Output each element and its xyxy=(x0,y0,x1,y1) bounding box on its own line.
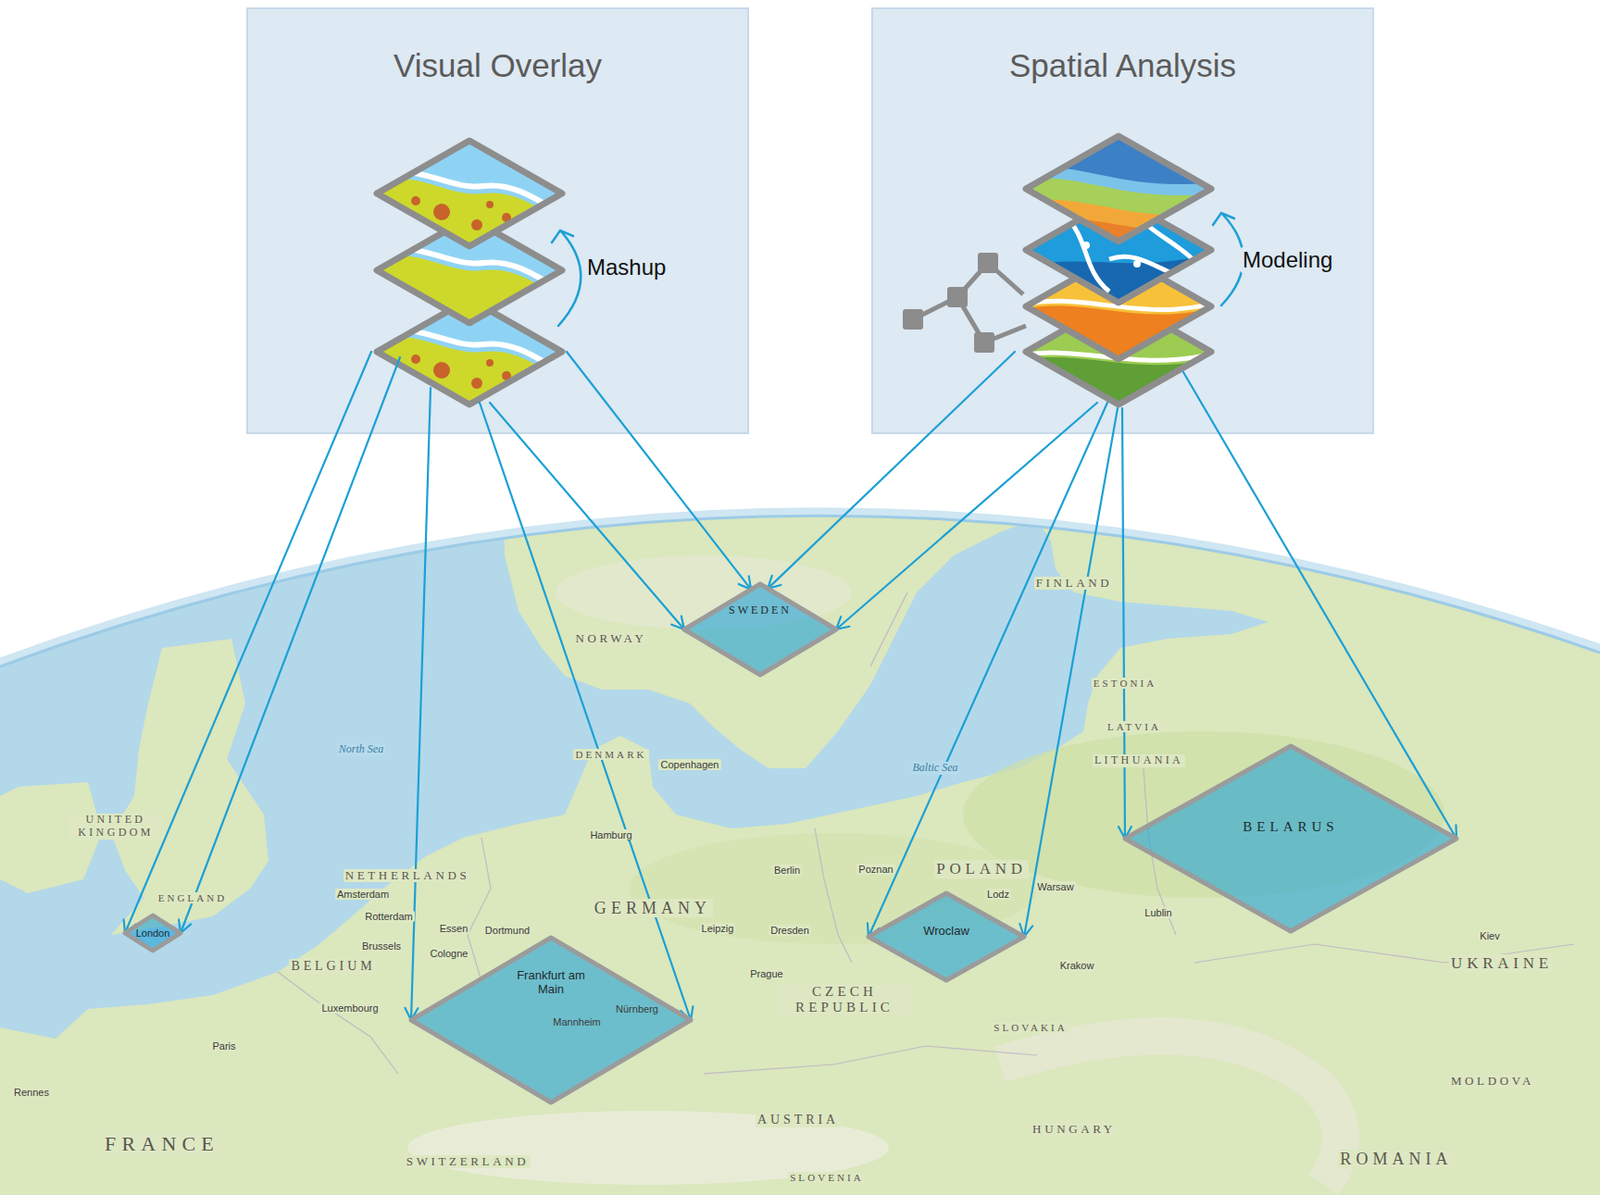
city-label: Kiev xyxy=(1477,930,1501,943)
country-label: SLOVENIA xyxy=(787,1172,866,1185)
city-label: Amsterdam xyxy=(335,888,391,901)
layer-stack-icon xyxy=(1016,124,1221,417)
city-label: Cologne xyxy=(428,948,471,961)
city-label: Poznan xyxy=(856,863,895,876)
country-label: ESTONIA xyxy=(1091,677,1159,690)
city-label: Leipzig xyxy=(700,923,737,936)
map-region-diamond: Wroclaw xyxy=(865,890,1027,984)
connector-arrow xyxy=(836,402,1098,630)
city-label: Prague xyxy=(748,968,785,981)
city-label: Paris xyxy=(210,1040,238,1053)
mashup-arrow xyxy=(551,230,581,326)
country-label: FRANCE xyxy=(102,1132,222,1156)
city-label: Krakow xyxy=(1058,960,1097,973)
panel-title: Visual Overlay xyxy=(393,47,602,85)
country-label: FINLAND xyxy=(1034,576,1115,591)
country-label: MOLDOVA xyxy=(1449,1075,1537,1089)
country-label: POLAND xyxy=(934,860,1029,879)
city-label: Mannheim xyxy=(550,1016,602,1029)
country-label: LITHUANIA xyxy=(1092,754,1186,768)
panel-title: Spatial Analysis xyxy=(1009,47,1237,85)
region-label: SWEDEN xyxy=(728,604,792,618)
country-label: UNITED KINGDOM xyxy=(67,813,164,840)
country-label: GERMANY xyxy=(592,899,713,919)
connector-arrow xyxy=(479,402,693,1021)
panel-ground xyxy=(247,8,749,434)
globe-map xyxy=(0,351,1600,1195)
city-label: Lodz xyxy=(985,888,1012,901)
city-label: Nürnberg xyxy=(613,1003,661,1016)
connector-arrow xyxy=(767,351,1015,589)
country-label: NORWAY xyxy=(574,632,650,647)
city-label: Rennes xyxy=(12,1087,51,1100)
layer-stack-icon xyxy=(367,128,572,417)
region-label: Frankfurt am Main xyxy=(511,969,591,998)
country-label: UKRAINE xyxy=(1449,954,1555,974)
sea-label: Baltic Sea xyxy=(911,762,961,775)
country-label: HUNGARY xyxy=(1030,1123,1118,1138)
country-label: ROMANIA xyxy=(1337,1150,1454,1170)
diamond-outline xyxy=(408,935,694,1106)
country-label: SWITZERLAND xyxy=(404,1155,531,1170)
city-label: Copenhagen xyxy=(658,759,721,772)
modeling-arrow xyxy=(1212,212,1244,306)
connector-arrow xyxy=(404,387,431,1021)
connector-arrow xyxy=(124,351,372,934)
map-region-diamond: SWEDEN xyxy=(681,581,839,678)
connector-arrow xyxy=(178,357,400,934)
city-label: Dresden xyxy=(768,925,812,938)
city-label: Hamburg xyxy=(587,829,634,842)
network-symbol xyxy=(902,252,1026,353)
country-label: NETHERLANDS xyxy=(343,869,473,884)
map-region-diamond: Frankfurt am Main xyxy=(408,935,694,1106)
city-label: Brussels xyxy=(360,940,403,953)
city-label: Essen xyxy=(437,923,471,936)
connector-arrow xyxy=(1118,408,1132,839)
process-label: Mashup xyxy=(585,254,668,281)
city-label: Luxembourg xyxy=(319,1002,380,1015)
process-label: Modeling xyxy=(1240,247,1335,274)
diamond-outline xyxy=(1122,743,1460,935)
region-label: London xyxy=(136,927,171,940)
diamond-outline xyxy=(681,581,839,678)
city-label: Dortmund xyxy=(483,925,532,938)
sea-label: North Sea xyxy=(337,743,386,757)
country-label: AUSTRIA xyxy=(755,1112,841,1128)
panel-ground xyxy=(872,8,1374,434)
region-label: BELARUS xyxy=(1242,819,1338,836)
map-region-diamond: BELARUS xyxy=(1122,743,1460,935)
city-label: Warsaw xyxy=(1035,881,1075,894)
connector-arrow xyxy=(566,351,751,590)
country-label: LATVIA xyxy=(1105,721,1163,734)
map-region-diamond: London xyxy=(122,912,184,954)
country-label: CZECH REPUBLIC xyxy=(777,984,912,1017)
panel-box: Visual Overlay xyxy=(247,8,749,434)
city-label: Berlin xyxy=(772,864,802,877)
region-label: Wroclaw xyxy=(923,925,970,939)
panel-box: Spatial Analysis xyxy=(872,8,1374,434)
connector-arrow xyxy=(1019,408,1118,938)
country-label: BELGIUM xyxy=(288,959,377,975)
country-label: DENMARK xyxy=(573,749,649,762)
city-label: Rotterdam xyxy=(362,911,414,924)
country-label: ENGLAND xyxy=(156,892,230,905)
city-label: Lublin xyxy=(1142,907,1174,920)
country-label: SLOVAKIA xyxy=(991,1022,1069,1035)
connector-arrow xyxy=(489,402,685,630)
